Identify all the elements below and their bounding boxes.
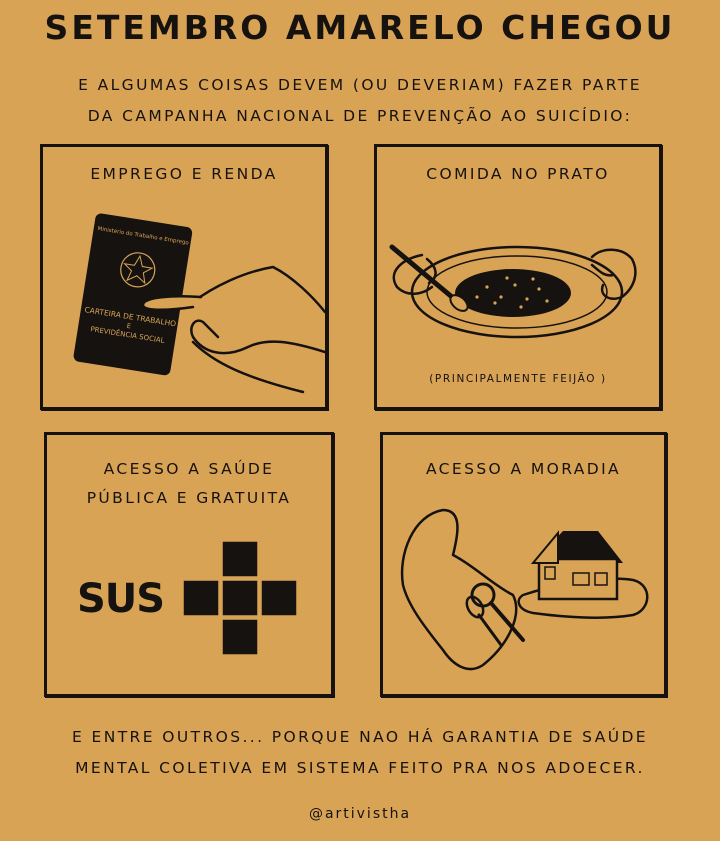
booklet-line-2: E [126,322,131,331]
panel-title-line-2: PÚBLICA E GRATUITA [86,489,292,507]
intro-text: E ALGUMAS COISAS DEVEM (OU DEVERIAM) FAZ… [40,70,680,132]
panel-title: ACESSO A MORADIA [425,460,622,478]
panel-acesso-a-moradia: ACESSO A MORADIA [380,432,667,697]
sus-cross-icon [182,540,298,656]
panel-comida-no-prato: COMIDA NO PRATO (PRINCIPALMENTE FEIJÃO ) [374,144,662,410]
closing-line-1: E ENTRE OUTROS... PORQUE NAO HÁ GARANTIA… [71,728,648,746]
house-and-keys-in-hands-icon [400,508,649,671]
sus-logo-text: SUS [77,576,165,622]
artist-handle: @artivistha [308,806,412,822]
panel-emprego-e-renda: EMPREGO E RENDA Ministério do Trabalho e… [40,144,328,410]
panel-title: COMIDA NO PRATO [426,165,610,183]
panel-title: EMPREGO E RENDA [90,165,278,183]
plate-of-beans-icon [389,244,637,339]
intro-line-1: E ALGUMAS COISAS DEVEM (OU DEVERIAM) FAZ… [78,76,642,94]
closing-text: E ENTRE OUTROS... PORQUE NAO HÁ GARANTIA… [30,722,690,784]
closing-line-2: MENTAL COLETIVA EM SISTEMA FEITO PRA NOS… [75,759,645,777]
intro-line-2: DA CAMPANHA NACIONAL DE PREVENÇÃO AO SUI… [87,107,633,125]
panel-caption: (PRINCIPALMENTE FEIJÃO ) [429,373,607,385]
work-booklet-in-hand-icon: Ministério do Trabalho e Emprego CARTEIR… [73,213,325,394]
panel-acesso-a-saude: ACESSO A SAÚDE PÚBLICA E GRATUITA SUS [44,432,334,697]
panel-title-line-1: ACESSO A SAÚDE [103,460,275,478]
poster-title: SETEMBRO AMARELO CHEGOU [44,8,676,47]
panel-title: ACESSO A SAÚDE PÚBLICA E GRATUITA [47,455,331,513]
